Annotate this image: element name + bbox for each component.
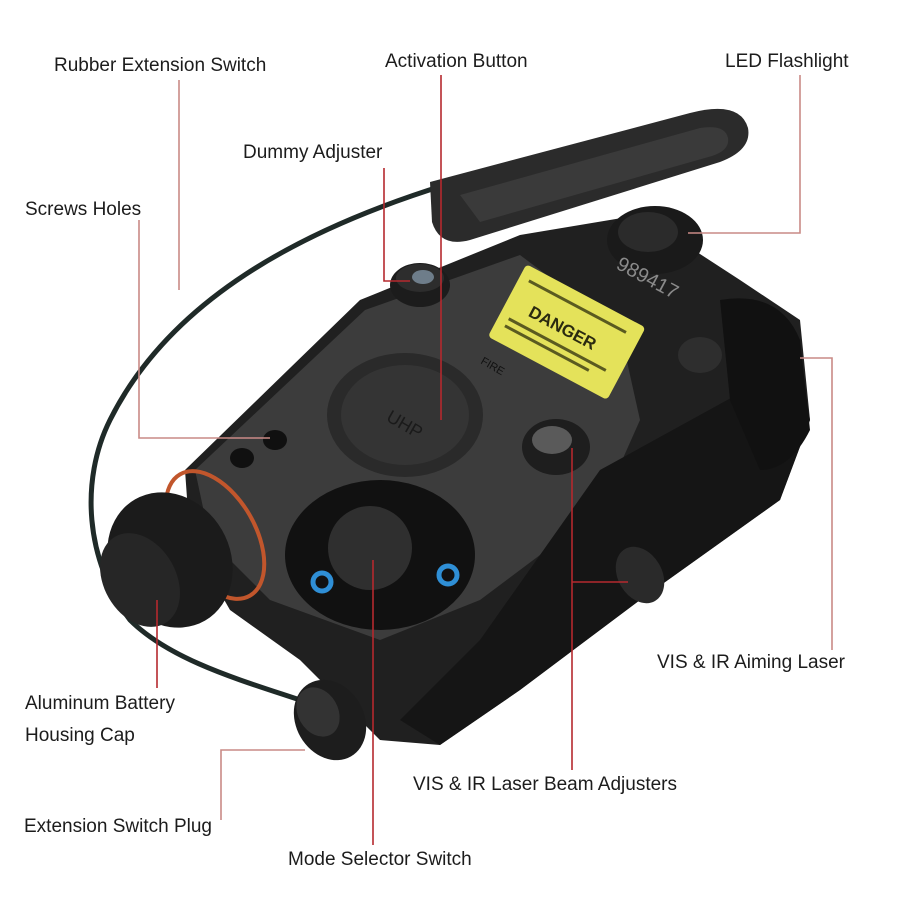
leader-led-flashlight (688, 75, 801, 234)
extension-switch-plug (293, 679, 367, 761)
rubber-pressure-pad (430, 108, 749, 242)
leader-lines (138, 75, 833, 845)
label-battery-line1: Aluminum Battery (25, 693, 175, 714)
leader-extension-plug (220, 749, 305, 820)
aiming-laser-aperture (678, 298, 810, 470)
mode-selector-switch (285, 480, 475, 630)
label-battery-line2: Housing Cap (25, 725, 135, 746)
label-led-flashlight: LED Flashlight (725, 51, 849, 72)
label-vis-ir-laser-beam-adjusters: VIS & IR Laser Beam Adjusters (413, 774, 678, 795)
label-rubber-extension-switch: Rubber Extension Switch (54, 55, 267, 76)
activation-button: UHP (327, 353, 483, 477)
leader-vis-ir-aiming-laser (800, 357, 833, 650)
beam-adjuster-top (522, 419, 590, 475)
screw-holes (230, 430, 287, 468)
leader-dummy-adjuster (383, 168, 410, 282)
label-extension-switch-plug: Extension Switch Plug (24, 816, 212, 837)
label-mode-selector-switch: Mode Selector Switch (288, 849, 472, 870)
label-activation-button: Activation Button (385, 51, 528, 72)
dummy-adjuster-knob (390, 263, 450, 307)
battery-housing-cap (100, 469, 267, 628)
label-vis-ir-aiming-laser: VIS & IR Aiming Laser (657, 652, 845, 673)
switch-cable (88, 182, 448, 703)
beam-adjuster-side (615, 546, 665, 604)
label-dummy-adjuster: Dummy Adjuster (243, 142, 383, 163)
label-screws-holes: Screws Holes (25, 199, 142, 220)
led-flashlight-head (607, 206, 703, 274)
leader-screws-holes (138, 220, 270, 439)
danger-warning-label: DANGER (489, 265, 645, 399)
label-aluminum-battery-housing-cap: Aluminum Battery Housing Cap (25, 688, 175, 752)
